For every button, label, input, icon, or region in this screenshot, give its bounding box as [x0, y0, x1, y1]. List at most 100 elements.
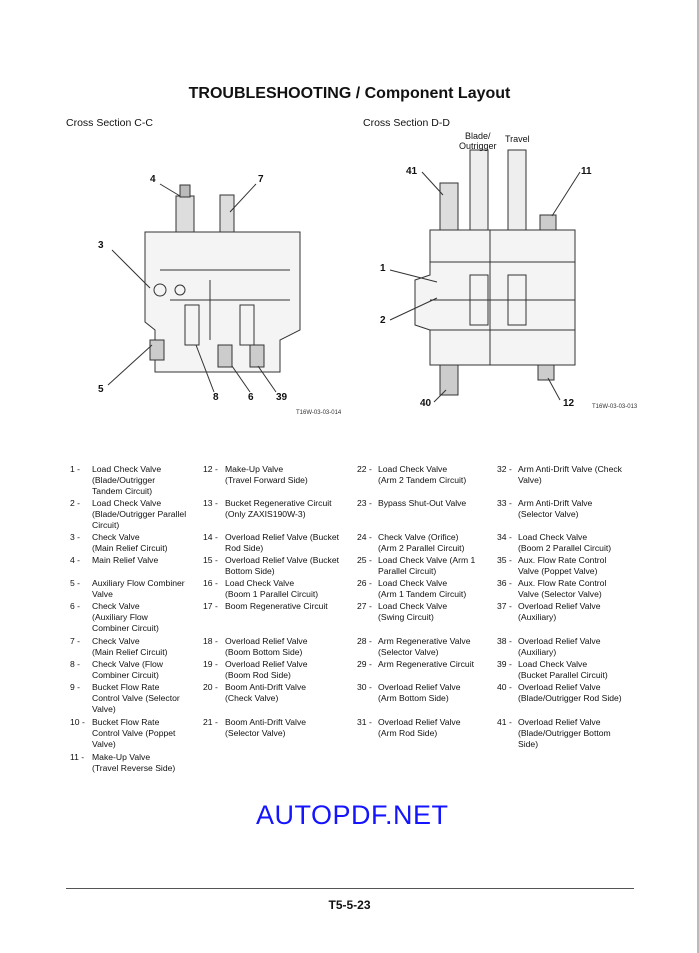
legend-line: Overload Relief Valve — [378, 682, 461, 692]
legend-line: Circuit) — [92, 519, 120, 530]
legend-text: Arm Regenerative Circuit — [378, 659, 474, 670]
legend-text: Overload Relief Valve(Boom Bottom Side) — [225, 636, 307, 658]
legend-line: Overload Relief Valve — [378, 717, 461, 727]
legend-text: Load Check Valve(Bucket Parallel Circuit… — [518, 659, 608, 681]
legend-line: (Swing Circuit) — [378, 611, 434, 622]
label-line: Blade/ — [465, 131, 491, 141]
callout-39: 39 — [276, 392, 288, 403]
legend-text: Arm Regenerative Valve(Selector Valve) — [378, 636, 471, 658]
legend-line: Make-Up Valve — [92, 752, 151, 762]
legend-line: (Boom 1 Parallel Circuit) — [225, 588, 319, 599]
callout-6: 6 — [248, 392, 254, 403]
legend-line: Load Check Valve — [518, 659, 588, 669]
legend-line: Aux. Flow Rate Control — [518, 555, 607, 565]
legend-number: 5 - — [70, 578, 81, 588]
legend-line: (Check Valve) — [225, 692, 279, 703]
legend-line: Control Valve (Selector — [92, 692, 180, 703]
callout-5: 5 — [98, 384, 104, 395]
legend-line: Load Check Valve (Arm 1 — [378, 555, 476, 565]
legend-number: 23 - — [357, 498, 372, 508]
callout-1: 1 — [380, 263, 386, 274]
legend-line: Arm Regenerative Valve — [378, 636, 471, 646]
legend-number: 27 - — [357, 601, 372, 611]
legend-line: (Boom Bottom Side) — [225, 646, 303, 657]
legend-line: (Blade/Outrigger Rod Side) — [518, 692, 622, 703]
legend-text: Boom Regenerative Circuit — [225, 601, 328, 612]
legend-line: Auxiliary Flow Combiner — [92, 578, 185, 588]
callout-2: 2 — [380, 315, 386, 326]
figure-code-right: T16W-03-03-013 — [592, 404, 638, 410]
watermark: AUTOPDF.NET — [256, 800, 449, 830]
legend-number: 9 - — [70, 682, 81, 692]
legend-line: Valve (Poppet Valve) — [518, 565, 598, 576]
legend-line: Check Valve (Flow — [92, 659, 163, 669]
legend-line: Main Relief Valve — [92, 555, 159, 565]
legend-number: 6 - — [70, 601, 81, 611]
page-title: TROUBLESHOOTING / Component Layout — [188, 85, 511, 102]
legend-number: 24 - — [357, 532, 372, 542]
legend-line: Overload Relief Valve — [518, 601, 601, 611]
legend-line: (Main Relief Circuit) — [92, 646, 168, 657]
legend-line: Tandem Circuit) — [92, 485, 153, 496]
legend-line: Load Check Valve — [518, 532, 588, 542]
callout-40: 40 — [420, 398, 432, 409]
legend-line: Parallel Circuit) — [378, 565, 437, 576]
cross-section-cc-drawing — [107, 183, 301, 393]
legend-number: 8 - — [70, 659, 81, 669]
legend-number: 22 - — [357, 464, 372, 474]
section-dd-title: Cross Section D-D — [363, 117, 450, 129]
legend-text: Load Check Valve(Arm 2 Tandem Circuit) — [378, 464, 466, 486]
legend-number: 32 - — [497, 464, 512, 474]
legend-line: Boom Anti-Drift Valve — [225, 682, 307, 692]
legend-number: 30 - — [357, 682, 372, 692]
legend-text: Overload Relief Valve(Blade/Outrigger Ro… — [518, 682, 622, 704]
legend-line: Valve) — [92, 738, 116, 749]
legend-text: Overload Relief Valve(Arm Rod Side) — [378, 717, 460, 739]
label-travel: Travel — [505, 134, 530, 144]
legend-line: (Arm Bottom Side) — [378, 692, 449, 703]
legend-number: 41 - — [497, 717, 512, 727]
legend-line: Load Check Valve — [378, 578, 448, 588]
legend-line: Overload Relief Valve — [518, 717, 601, 727]
legend-number: 2 - — [70, 498, 81, 508]
legend-line: Boom Anti-Drift Valve — [225, 717, 307, 727]
legend-line: Combiner Circuit) — [92, 669, 159, 680]
legend-line: Valve) — [92, 703, 116, 714]
legend-line: Bucket Regenerative Circuit — [225, 498, 332, 508]
callout-11: 11 — [581, 166, 592, 177]
legend-line: (Selector Valve) — [518, 508, 579, 519]
callout-12: 12 — [563, 398, 575, 409]
legend-line: (Blade/Outrigger — [92, 474, 156, 485]
legend-line: Bypass Shut-Out Valve — [378, 498, 467, 508]
legend-number: 37 - — [497, 601, 512, 611]
page-number: T5-5-23 — [328, 898, 371, 912]
legend-line: Arm Anti-Drift Valve — [518, 498, 593, 508]
legend-line: Bucket Flow Rate — [92, 682, 160, 692]
legend-number: 1 - — [70, 464, 81, 474]
legend-number: 10 - — [70, 717, 85, 727]
legend-line: (Travel Forward Side) — [225, 474, 308, 485]
legend-number: 18 - — [203, 636, 218, 646]
legend-number: 29 - — [357, 659, 372, 669]
legend-number: 11 - — [70, 752, 85, 762]
legend-line: Side) — [518, 738, 539, 749]
legend-number: 40 - — [497, 682, 512, 692]
legend-line: (Arm Rod Side) — [378, 727, 438, 738]
legend-line: Aux. Flow Rate Control — [518, 578, 607, 588]
callout-8: 8 — [213, 392, 219, 403]
legend-line: Check Valve — [92, 532, 140, 542]
legend-text: Load Check Valve(Boom 2 Parallel Circuit… — [518, 532, 611, 554]
legend-number: 19 - — [203, 659, 218, 669]
legend-line: (Arm 2 Parallel Circuit) — [378, 542, 465, 553]
legend-line: (Selector Valve) — [225, 727, 286, 738]
legend-line: Load Check Valve — [92, 498, 162, 508]
